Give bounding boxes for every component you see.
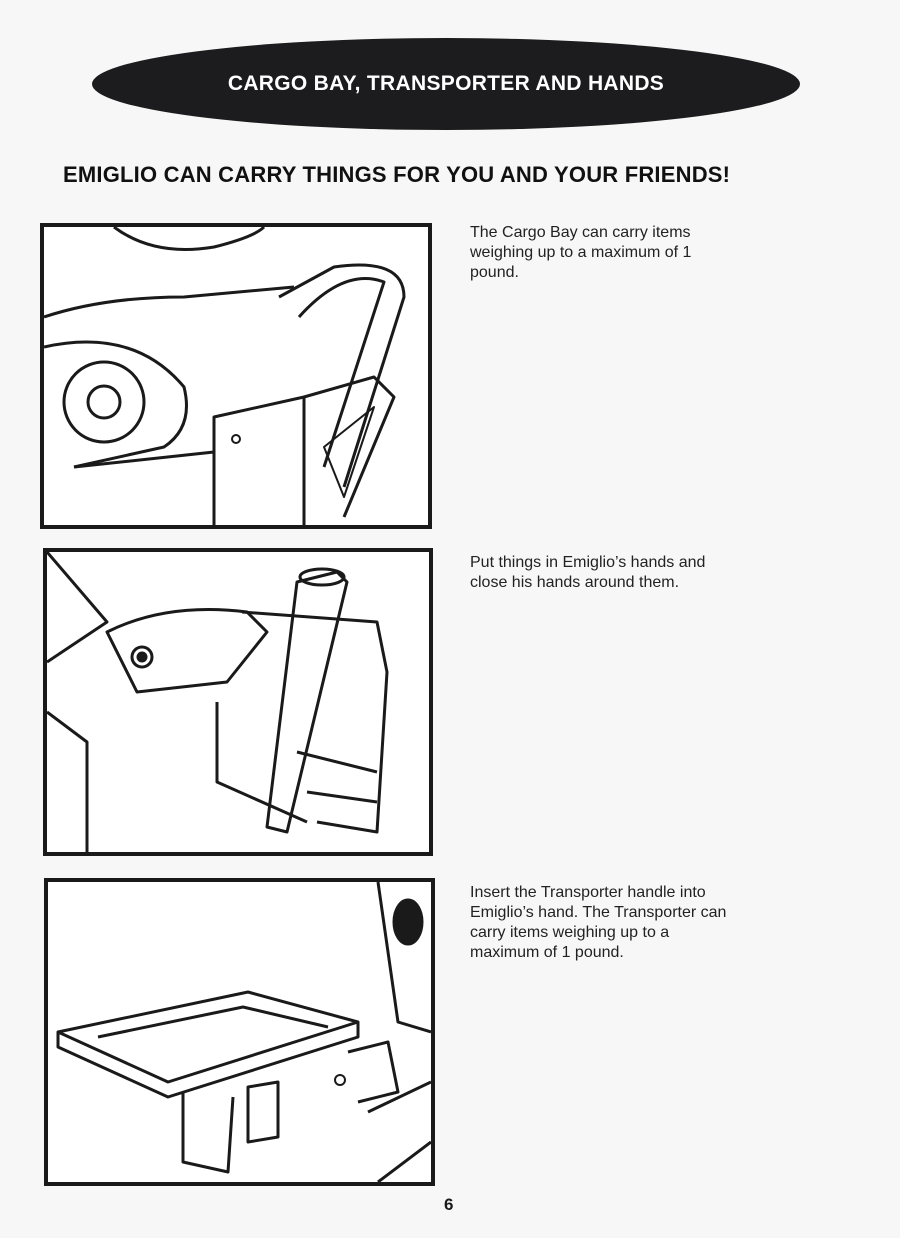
transporter-caption: Insert the Transporter handle into Emigl…: [470, 884, 727, 961]
cargo-bay-illustration: [40, 223, 432, 529]
page-headline: EMIGLIO CAN CARRY THINGS FOR YOU AND YOU…: [63, 162, 731, 187]
section-banner: CARGO BAY, TRANSPORTER AND HANDS: [92, 38, 800, 130]
hands-illustration: [43, 548, 433, 856]
page-number: 6: [444, 1195, 454, 1214]
cargo-bay-caption: The Cargo Bay can carry items weighing u…: [470, 224, 692, 281]
hands-caption: Put things in Emiglio’s hands and close …: [470, 554, 706, 591]
section-title: CARGO BAY, TRANSPORTER AND HANDS: [227, 72, 665, 95]
transporter-illustration: [44, 878, 435, 1186]
